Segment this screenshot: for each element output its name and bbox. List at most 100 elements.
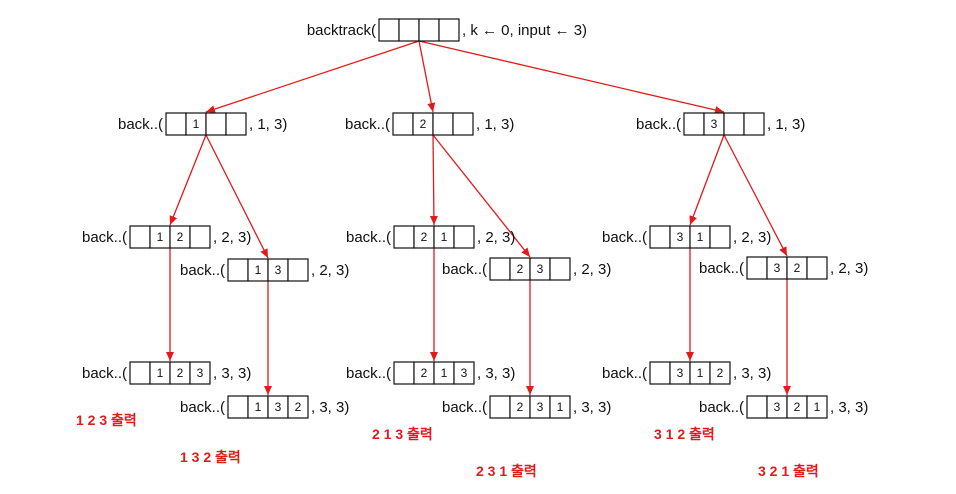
edge-arrow — [432, 134, 531, 258]
array-cell-value: 2 — [177, 366, 184, 380]
array-cell-value: 3 — [537, 262, 544, 276]
array-cell — [709, 225, 731, 249]
call-suffix: , 2, 3) — [311, 262, 349, 279]
output-label: 3 1 2 출력 — [654, 426, 715, 442]
call-prefix: back..( — [699, 399, 744, 416]
array-cell-value: 1 — [255, 400, 262, 414]
call-suffix: , 2, 3) — [830, 260, 868, 277]
array-cell — [806, 395, 828, 419]
array-cell — [453, 361, 475, 385]
array-cell-value: 1 — [697, 230, 704, 244]
call-prefix: back..( — [180, 262, 225, 279]
array-cell-value: 3 — [537, 400, 544, 414]
array-cell — [393, 361, 415, 385]
array-cell — [452, 112, 474, 136]
array-cell-value: 2 — [295, 400, 302, 414]
array-cell — [683, 112, 705, 136]
call-suffix: , 1, 3) — [767, 116, 805, 133]
call-suffix: , 2, 3) — [477, 229, 515, 246]
output-label: 3 2 1 출력 — [758, 463, 819, 479]
array-cell — [165, 112, 187, 136]
tree-node: back..(3, 1, 3) — [636, 112, 805, 136]
nodes: backtrack(, k ← 0, input ← 3) back..( 1 , 1… — [82, 18, 868, 419]
call-prefix: back..( — [345, 116, 390, 133]
edge-arrow — [169, 134, 207, 226]
array-cell-value: 2 — [420, 117, 427, 131]
output-label: 2 1 3 출력 — [372, 426, 433, 442]
array-cell — [806, 256, 828, 280]
call-prefix: back..( — [442, 399, 487, 416]
array-cell-value: 1 — [255, 263, 262, 277]
call-prefix: back..( — [346, 365, 391, 382]
array-cell-value: 3 — [711, 117, 718, 131]
array-cell-value: 2 — [517, 400, 524, 414]
array-cell — [225, 112, 247, 136]
array-cell-value: 1 — [157, 366, 164, 380]
tree-node: back..(1, 1, 3) — [118, 112, 287, 136]
edge-arrow — [429, 134, 438, 226]
array-cell — [287, 395, 309, 419]
array-cell-value: 2 — [794, 400, 801, 414]
array-cell — [227, 258, 249, 282]
array-cell — [287, 258, 309, 282]
array-cell-value: 3 — [774, 261, 781, 275]
call-prefix: back..( — [82, 365, 127, 382]
array-cell-value: 1 — [697, 366, 704, 380]
call-suffix: , 3, 3) — [573, 399, 611, 416]
array-cell — [189, 361, 211, 385]
array-cell-value: 3 — [677, 366, 684, 380]
array-cell-value: 3 — [677, 230, 684, 244]
array-cell-value: 2 — [794, 261, 801, 275]
array-cell-value: 3 — [774, 400, 781, 414]
array-cell — [438, 18, 460, 42]
call-suffix: , 3, 3) — [830, 399, 868, 416]
call-suffix: , 3, 3) — [477, 365, 515, 382]
array-cell-value: 3 — [275, 263, 282, 277]
edge-arrow — [205, 40, 420, 113]
call-suffix: , 2, 3) — [573, 261, 611, 278]
output-label: 2 3 1 출력 — [476, 463, 537, 479]
tree-node: back..(2, 1, 3) — [345, 112, 514, 136]
array-cell — [205, 112, 227, 136]
array-cell — [432, 112, 454, 136]
edge-arrow — [205, 134, 269, 259]
array-cell — [453, 225, 475, 249]
array-cell-value: 2 — [517, 262, 524, 276]
call-prefix: back..( — [699, 260, 744, 277]
array-cell — [709, 361, 731, 385]
call-prefix: back..( — [180, 399, 225, 416]
edge-arrow — [418, 40, 436, 113]
array-cell-value: 1 — [193, 117, 200, 131]
array-cell-value: 3 — [275, 400, 282, 414]
array-cell — [549, 257, 571, 281]
array-cell — [746, 395, 768, 419]
edges — [166, 40, 791, 395]
array-cell-value: 2 — [717, 366, 724, 380]
call-suffix: , 3, 3) — [733, 365, 771, 382]
array-cell — [129, 225, 151, 249]
tree-node: backtrack(, k ← 0, input ← 3) — [307, 18, 587, 42]
array-cell — [723, 112, 745, 136]
array-cell-value: 1 — [157, 230, 164, 244]
array-cell-value: 1 — [557, 400, 564, 414]
call-prefix: back..( — [82, 229, 127, 246]
output-label: 1 3 2 출력 — [180, 449, 241, 465]
call-prefix: back..( — [118, 116, 163, 133]
call-suffix: , k ← 0, input ← 3) — [462, 22, 587, 39]
edge-arrow — [418, 40, 725, 114]
array-cell-value: 1 — [814, 400, 821, 414]
array-cell — [649, 361, 671, 385]
array-cell — [746, 256, 768, 280]
array-cell — [549, 395, 571, 419]
call-suffix: , 3, 3) — [311, 399, 349, 416]
